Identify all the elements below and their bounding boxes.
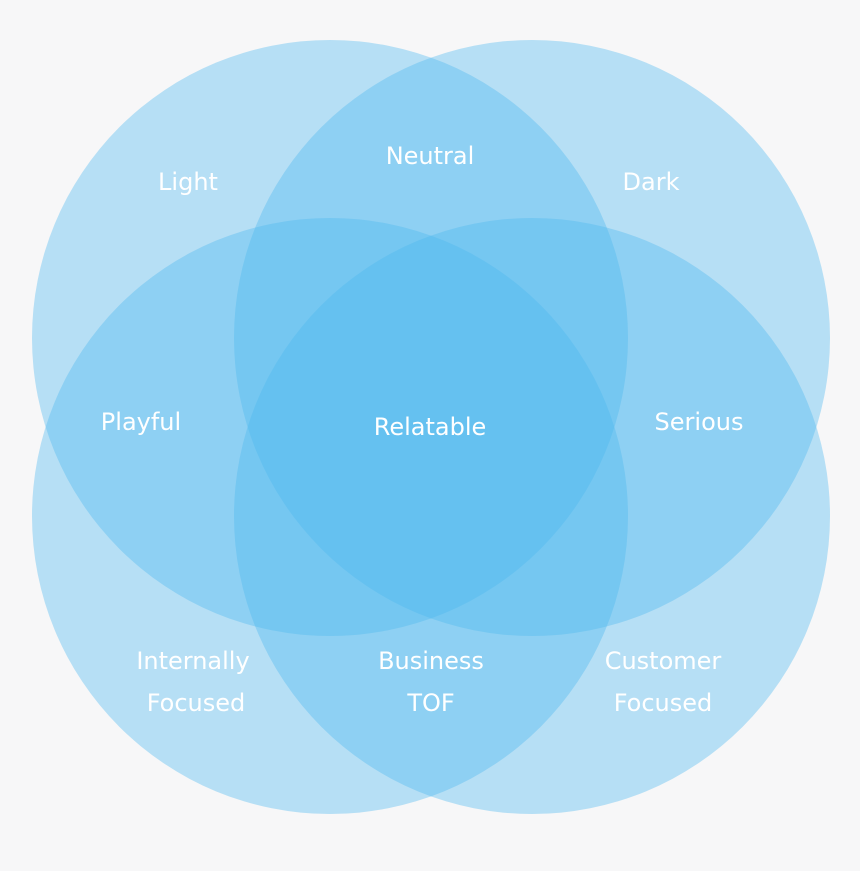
label-tof: TOF (406, 689, 454, 717)
label-internally: Internally (136, 647, 249, 675)
circle-top-right (234, 40, 830, 636)
label-light: Light (158, 168, 218, 196)
circle-bottom-left (32, 218, 628, 814)
label-dark: Dark (623, 168, 680, 196)
circle-bottom-right (234, 218, 830, 814)
label-customer-focused: Focused (614, 689, 713, 717)
label-neutral: Neutral (386, 142, 475, 170)
label-playful: Playful (101, 408, 181, 436)
label-relatable: Relatable (374, 413, 487, 441)
label-customer: Customer (605, 647, 722, 675)
label-internally-focused: Focused (147, 689, 246, 717)
label-serious: Serious (655, 408, 744, 436)
circle-top-left (32, 40, 628, 636)
label-business: Business (378, 647, 484, 675)
